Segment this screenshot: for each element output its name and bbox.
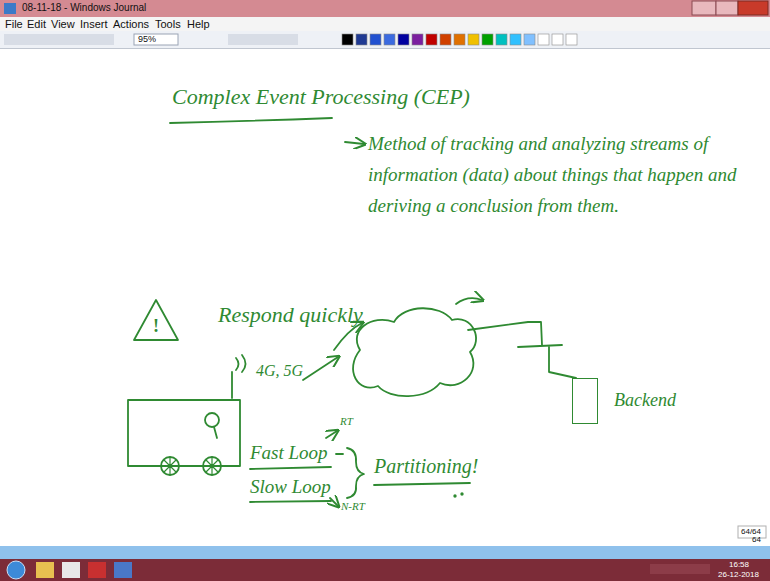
tray-icons <box>650 564 710 574</box>
network-label: 4G, 5G <box>256 362 303 380</box>
start-orb <box>7 561 25 579</box>
warning-mark: ! <box>153 316 159 337</box>
menu-bar <box>0 17 770 31</box>
heading: Complex Event Processing (CEP) <box>172 84 470 109</box>
menu-item: Insert <box>80 18 108 31</box>
definition-note: Method of tracking and analyzing streams… <box>368 128 740 221</box>
color-swatch <box>440 34 451 45</box>
status-band <box>0 546 770 559</box>
color-swatch <box>342 34 353 45</box>
backend-box-outline <box>572 378 598 424</box>
color-swatch <box>468 34 479 45</box>
truck-body <box>128 400 240 466</box>
loop-tag: N-RT <box>341 500 365 513</box>
underline <box>374 483 470 485</box>
signal-wave <box>242 355 246 372</box>
taskbar <box>0 559 770 581</box>
cloud-arrow <box>456 298 482 304</box>
clock-date: 26-12-2018 <box>718 570 759 579</box>
page-number: 64 <box>752 535 761 544</box>
color-swatch <box>496 34 507 45</box>
loop-tag: RT <box>340 415 353 428</box>
toolbar-border <box>0 48 770 49</box>
color-swatch <box>566 34 577 45</box>
title-bar <box>0 0 770 17</box>
uplink-arrow <box>334 323 362 350</box>
maximize-button <box>716 1 738 15</box>
color-swatch <box>524 34 535 45</box>
wire <box>468 322 542 345</box>
wire <box>518 345 562 347</box>
underline <box>250 501 331 502</box>
color-swatch <box>412 34 423 45</box>
node-label: Backend <box>614 390 676 411</box>
zoom-level: 95% <box>138 34 156 44</box>
underline <box>250 467 331 469</box>
menu-item: View <box>51 18 75 31</box>
truck-wheel <box>203 457 221 475</box>
triangle-outline <box>134 300 178 340</box>
cloud <box>353 308 476 396</box>
taskbar-icon <box>36 562 54 578</box>
menu-item: Actions <box>113 18 149 31</box>
taskbar-icon <box>88 562 106 578</box>
clock-time: 16:58 <box>729 560 749 569</box>
menu-item: Help <box>187 18 210 31</box>
color-swatch <box>552 34 563 45</box>
taskbar-icon <box>114 562 132 578</box>
close-button <box>738 1 768 15</box>
toolbar <box>0 31 770 48</box>
bullet-arrow <box>345 142 364 144</box>
wheel-spokes <box>161 457 179 475</box>
color-swatch <box>454 34 465 45</box>
signal-wave <box>236 358 239 370</box>
dot <box>454 495 456 497</box>
color-swatch <box>370 34 381 45</box>
uplink-arrow <box>303 357 338 380</box>
zoom-box <box>134 34 178 45</box>
taskbar-icon <box>62 562 80 578</box>
color-swatch <box>538 34 549 45</box>
small-arrow <box>330 498 338 506</box>
color-swatches <box>342 34 577 45</box>
wire <box>549 347 576 378</box>
antenna <box>231 372 233 398</box>
toolbar-icons <box>4 34 114 45</box>
note: Respond quickly <box>218 302 363 327</box>
color-swatch <box>482 34 493 45</box>
small-arrow <box>326 431 337 438</box>
warning-triangle: ! <box>132 298 180 342</box>
dash <box>336 453 343 455</box>
color-swatch <box>426 34 437 45</box>
backend-box: Backend <box>566 376 706 428</box>
driver-figure <box>214 427 217 438</box>
page-count: 64/64 <box>741 527 761 536</box>
loop-label: Slow Loop <box>250 476 331 498</box>
pen-tools <box>228 34 298 45</box>
brace <box>347 448 364 498</box>
menu-item: Edit <box>27 18 46 31</box>
color-swatch <box>356 34 367 45</box>
title-underline <box>170 118 332 123</box>
minimize-button <box>692 1 716 15</box>
color-swatch <box>398 34 409 45</box>
note: Partitioning! <box>374 455 478 478</box>
wheel-spokes <box>203 457 221 475</box>
dot <box>461 493 463 495</box>
menu-item: File <box>5 18 23 31</box>
loop-label: Fast Loop <box>250 442 328 464</box>
color-swatch <box>510 34 521 45</box>
menu-item: Tools <box>155 18 181 31</box>
app-icon <box>4 3 16 14</box>
window-title: 08-11-18 - Windows Journal <box>22 2 146 14</box>
truck-wheel <box>161 457 179 475</box>
color-swatch <box>384 34 395 45</box>
driver-figure <box>205 413 219 427</box>
